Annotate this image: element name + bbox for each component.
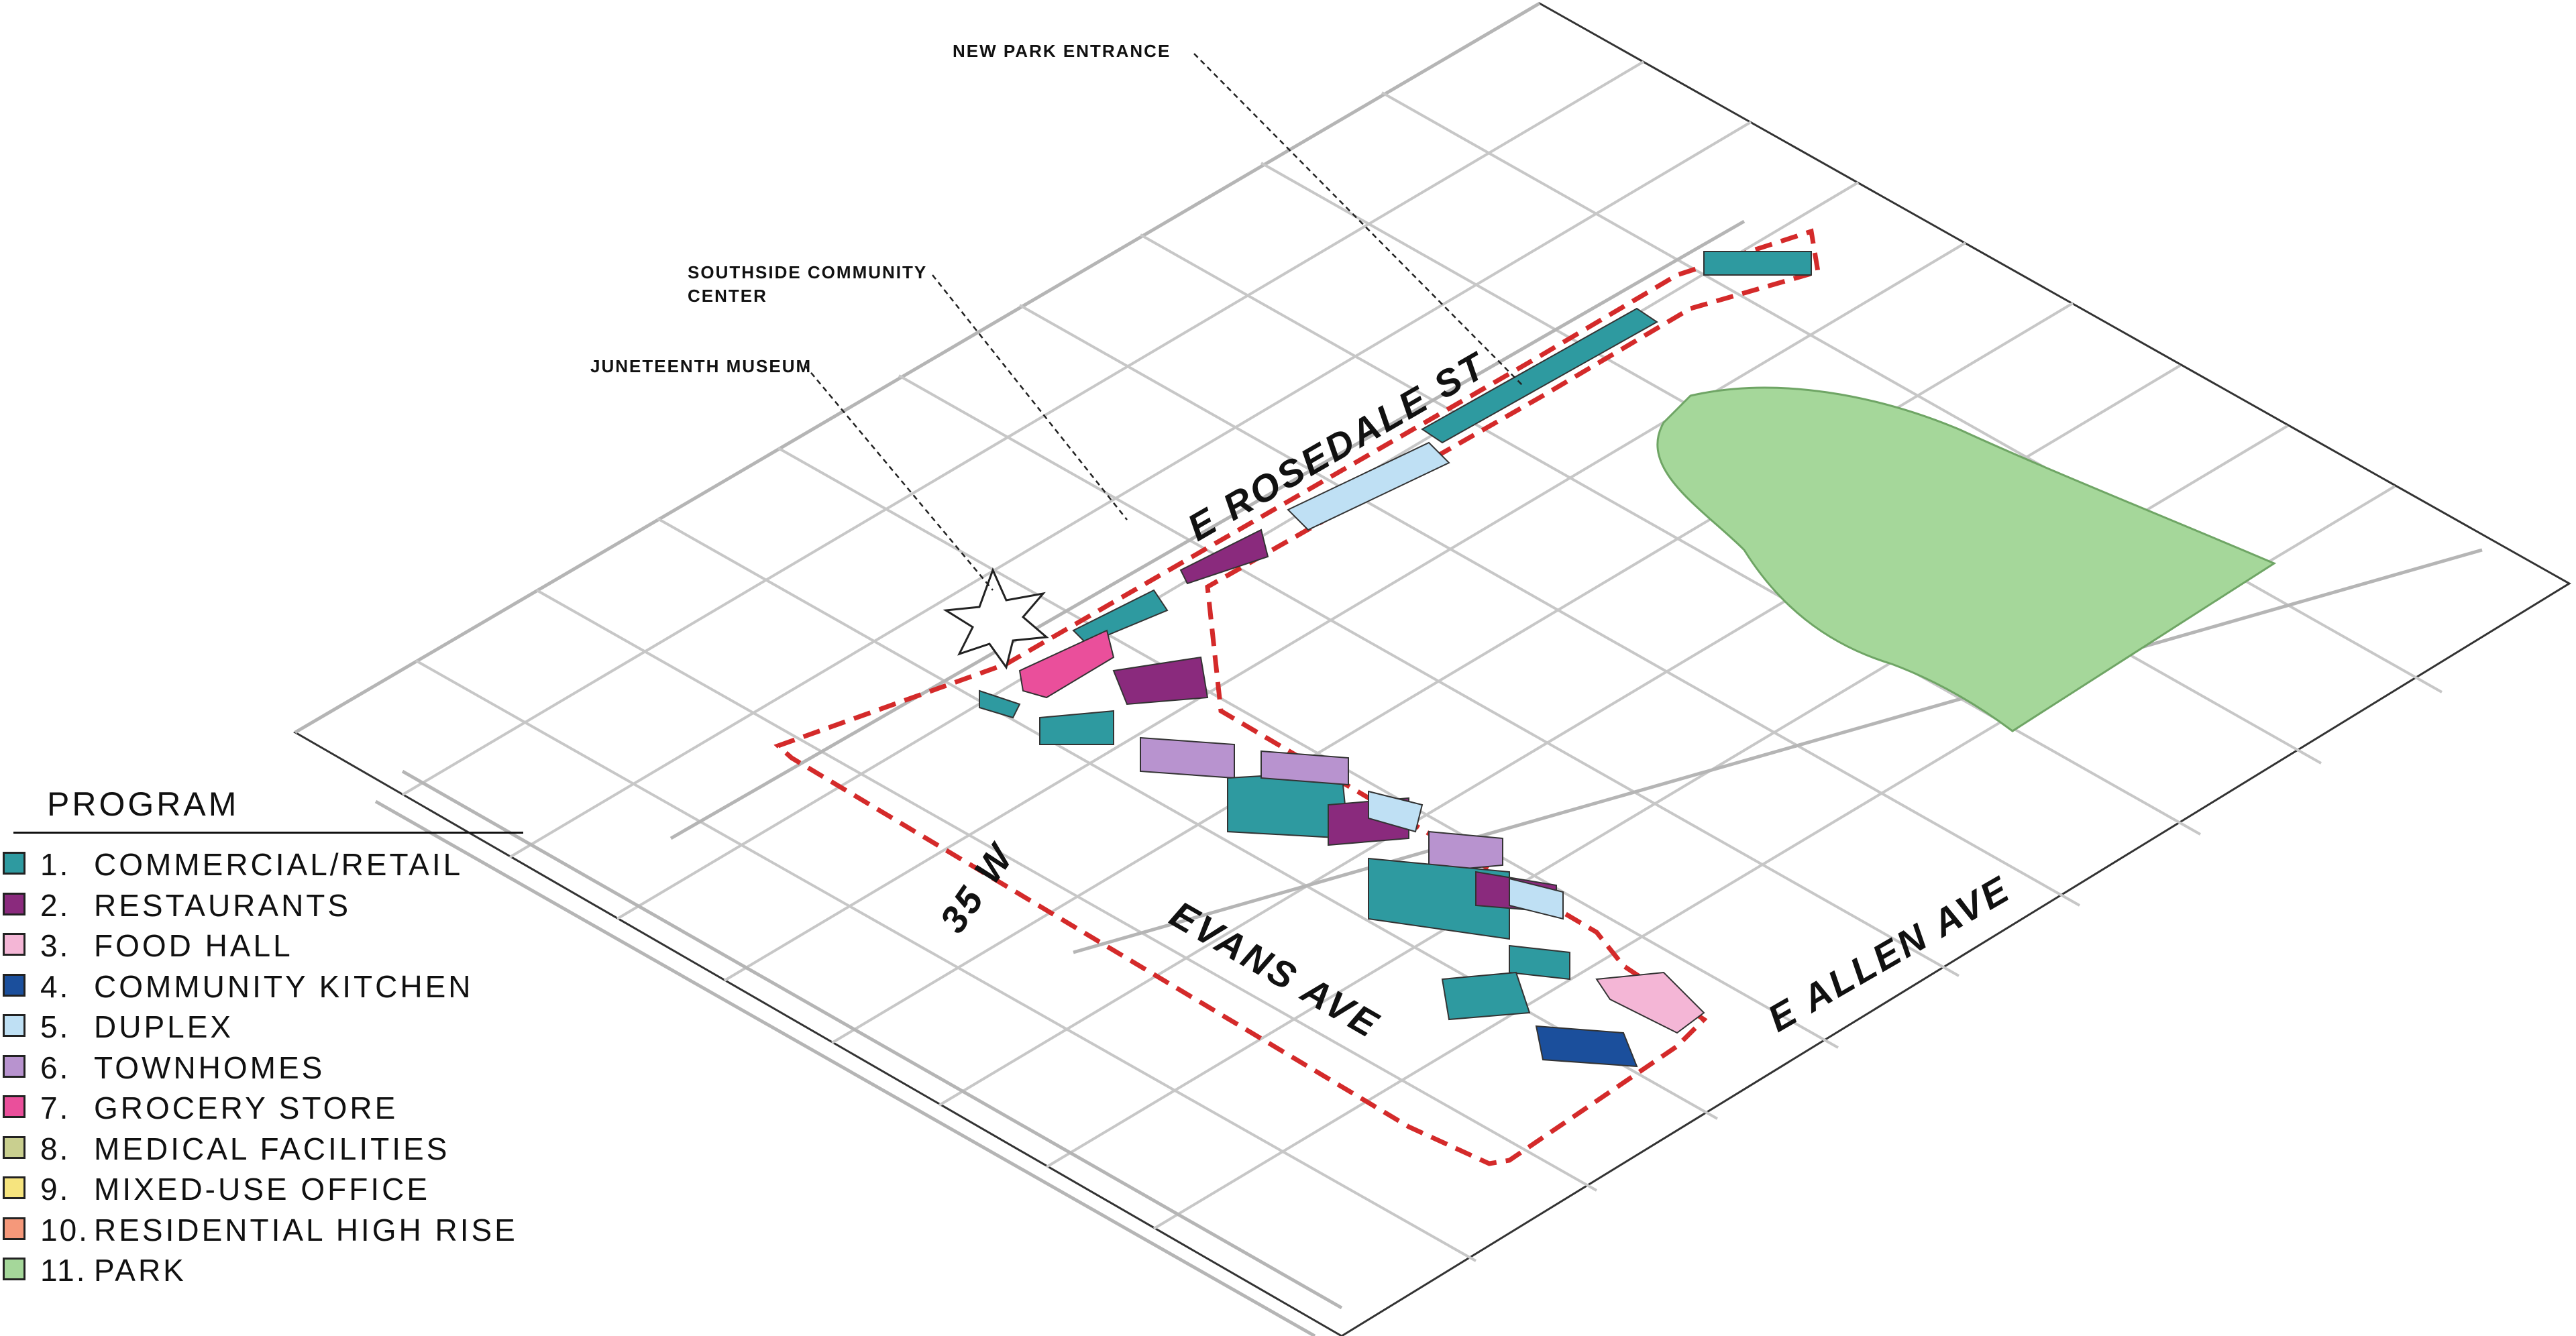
legend-item: 1. COMMERCIAL/RETAIL — [0, 846, 523, 887]
legend-item: 9. MIXED-USE OFFICE — [0, 1171, 523, 1212]
legend-item: 10.RESIDENTIAL HIGH RISE — [0, 1212, 523, 1253]
legend-label: RESIDENTIAL HIGH RISE — [94, 1212, 518, 1247]
legend-label: MEDICAL FACILITIES — [94, 1131, 450, 1166]
legend-item: 7. GROCERY STORE — [0, 1090, 523, 1131]
legend-number: 11. — [40, 1253, 87, 1288]
legend-number: 6. — [40, 1050, 70, 1085]
legend-title: PROGRAM — [47, 785, 239, 823]
legend-number: 7. — [40, 1091, 70, 1125]
legend-item: 3. FOOD HALL — [0, 928, 523, 968]
legend-number: 1. — [40, 847, 70, 882]
legend-label: RESTAURANTS — [94, 887, 352, 923]
legend-swatch — [3, 1176, 25, 1199]
legend-swatch — [3, 1217, 25, 1240]
legend-item: 2. RESTAURANTS — [0, 887, 523, 928]
legend-label: FOOD HALL — [94, 928, 293, 963]
legend-swatch — [3, 1095, 25, 1118]
legend-swatch — [3, 973, 25, 997]
leader-new-park-entrance — [1193, 53, 1523, 386]
legend-label: COMMERCIAL/RETAIL — [94, 847, 464, 882]
legend-label: DUPLEX — [94, 1009, 234, 1044]
legend-swatch — [3, 892, 25, 915]
legend-label: TOWNHOMES — [94, 1050, 325, 1085]
callout-southside-line2: CENTER — [688, 286, 767, 306]
legend-item: 6. TOWNHOMES — [0, 1050, 523, 1091]
legend-list: 1. COMMERCIAL/RETAIL 2. RESTAURANTS 3. FOOD… — [0, 846, 523, 1293]
legend-divider — [13, 832, 523, 834]
legend-number: 5. — [40, 1009, 70, 1044]
legend-swatch — [3, 852, 25, 875]
legend-label: PARK — [94, 1253, 186, 1288]
legend-number: 9. — [40, 1172, 70, 1207]
callout-juneteenth-museum: JUNETEENTH MUSEUM — [590, 356, 812, 376]
legend-number: 4. — [40, 968, 70, 1004]
juneteenth-museum-star — [943, 567, 1049, 670]
legend-item: 4. COMMUNITY KITCHEN — [0, 968, 523, 1009]
project-boundary — [773, 228, 1821, 1166]
legend-swatch — [3, 1014, 25, 1037]
legend-number: 10. — [40, 1212, 89, 1247]
legend-number: 3. — [40, 928, 70, 963]
legend-label: GROCERY STORE — [94, 1091, 398, 1125]
legend-swatch — [3, 1258, 25, 1280]
park-area — [1656, 386, 2277, 732]
callout-new-park-entrance: NEW PARK ENTRANCE — [953, 41, 1171, 61]
legend-swatch — [3, 1054, 25, 1078]
legend-swatch — [3, 1135, 25, 1159]
legend-swatch — [3, 933, 25, 956]
legend-label: COMMUNITY KITCHEN — [94, 968, 474, 1004]
legend-item: 8. MEDICAL FACILITIES — [0, 1131, 523, 1172]
legend-number: 8. — [40, 1131, 70, 1166]
legend-item: 11.PARK — [0, 1252, 523, 1293]
leader-southside-community-center — [932, 274, 1128, 520]
program-buildings — [979, 251, 1812, 1068]
legend-number: 2. — [40, 887, 70, 923]
legend-item: 5. DUPLEX — [0, 1009, 523, 1050]
legend-label: MIXED-USE OFFICE — [94, 1172, 431, 1207]
callout-southside-line1: SOUTHSIDE COMMUNITY — [688, 262, 927, 282]
leader-juneteenth-museum — [804, 365, 994, 591]
